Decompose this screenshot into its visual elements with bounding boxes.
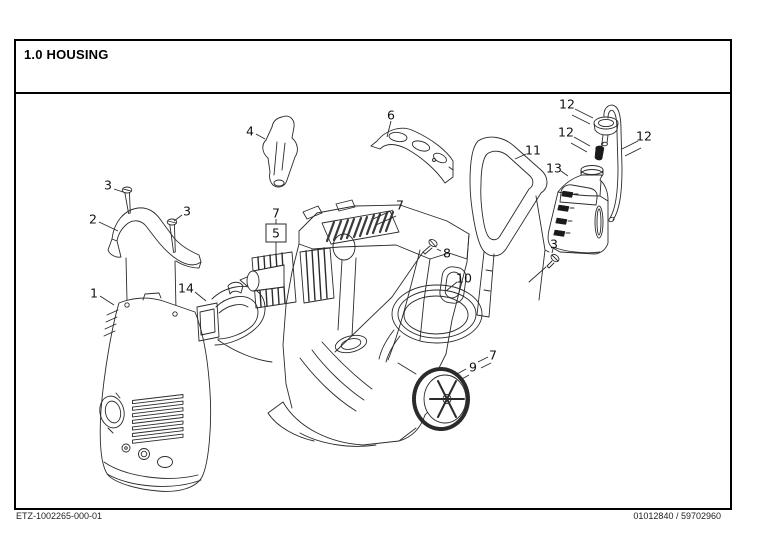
leader-line <box>456 368 467 375</box>
part-9-wheel <box>412 367 470 431</box>
leader-line <box>477 356 489 363</box>
part-12-cap <box>593 116 619 147</box>
part-8-screw <box>422 238 438 255</box>
part-2-handle-bracket <box>107 207 202 312</box>
footer-document-number: ETZ-1002265-000-01 <box>16 511 103 521</box>
leader-line <box>445 281 458 292</box>
callout-6: 6 <box>387 108 395 123</box>
leader-line <box>113 188 127 194</box>
callout-7: 7 <box>489 348 497 363</box>
part-6-top-cover <box>370 127 454 184</box>
part-4-clip <box>262 115 298 188</box>
callout-12: 12 <box>559 97 575 112</box>
leader-line <box>551 248 554 254</box>
leader-line <box>98 221 119 232</box>
part-3-screw-a <box>121 186 133 214</box>
leader-line <box>459 374 470 381</box>
leader-line <box>621 140 639 150</box>
callout-12: 12 <box>636 129 652 144</box>
leader-line <box>255 133 266 140</box>
callout-3: 3 <box>104 178 112 193</box>
leader-line <box>570 142 588 153</box>
part-10-hose-coil <box>378 284 483 363</box>
leader-line <box>173 214 183 222</box>
footer-part-numbers: 01012840 / 59702960 <box>633 511 721 521</box>
leader-line <box>480 362 492 369</box>
callout-11: 11 <box>525 143 541 158</box>
callout-9: 9 <box>469 360 477 375</box>
leader-line <box>375 215 397 226</box>
part-11-handle-frame <box>469 136 550 318</box>
part-13-detergent-bottle <box>547 165 609 255</box>
callout-7: 7 <box>272 206 280 221</box>
part-1-front-cover <box>99 292 212 492</box>
leader-line <box>624 147 642 157</box>
leader-line <box>560 170 569 177</box>
callout-2: 2 <box>89 212 97 227</box>
leader-line <box>436 248 442 252</box>
leader-line <box>573 136 591 147</box>
drawing-frame <box>14 39 732 510</box>
callout-1: 1 <box>90 286 98 301</box>
main-housing-assembly <box>239 199 470 447</box>
callout-3: 3 <box>550 237 558 252</box>
leader-line <box>386 120 392 138</box>
callout-13: 13 <box>546 161 562 176</box>
callout-8: 8 <box>443 246 451 261</box>
part-5-fitting <box>239 264 285 292</box>
leader-line <box>194 291 207 302</box>
callout-10: 10 <box>456 271 472 286</box>
leader-line <box>571 114 591 125</box>
callout-3: 3 <box>183 204 191 219</box>
leader-line <box>372 209 394 220</box>
leader-line <box>99 295 115 306</box>
part-3-screw-b <box>166 218 178 253</box>
part-3-screw-c <box>528 253 560 283</box>
callout-5: 5 <box>272 226 280 241</box>
page-title: 1.0 HOUSING <box>24 47 109 62</box>
part-12-filter <box>594 142 605 161</box>
callout-box <box>265 223 287 243</box>
callout-4: 4 <box>246 124 254 139</box>
leader-line <box>574 108 594 119</box>
part-14-hose-guide <box>196 281 273 363</box>
leader-line <box>514 153 527 160</box>
part-12-suction-tube <box>603 104 623 223</box>
callout-7: 7 <box>396 198 404 213</box>
callout-14: 14 <box>178 281 194 296</box>
callout-12: 12 <box>558 125 574 140</box>
